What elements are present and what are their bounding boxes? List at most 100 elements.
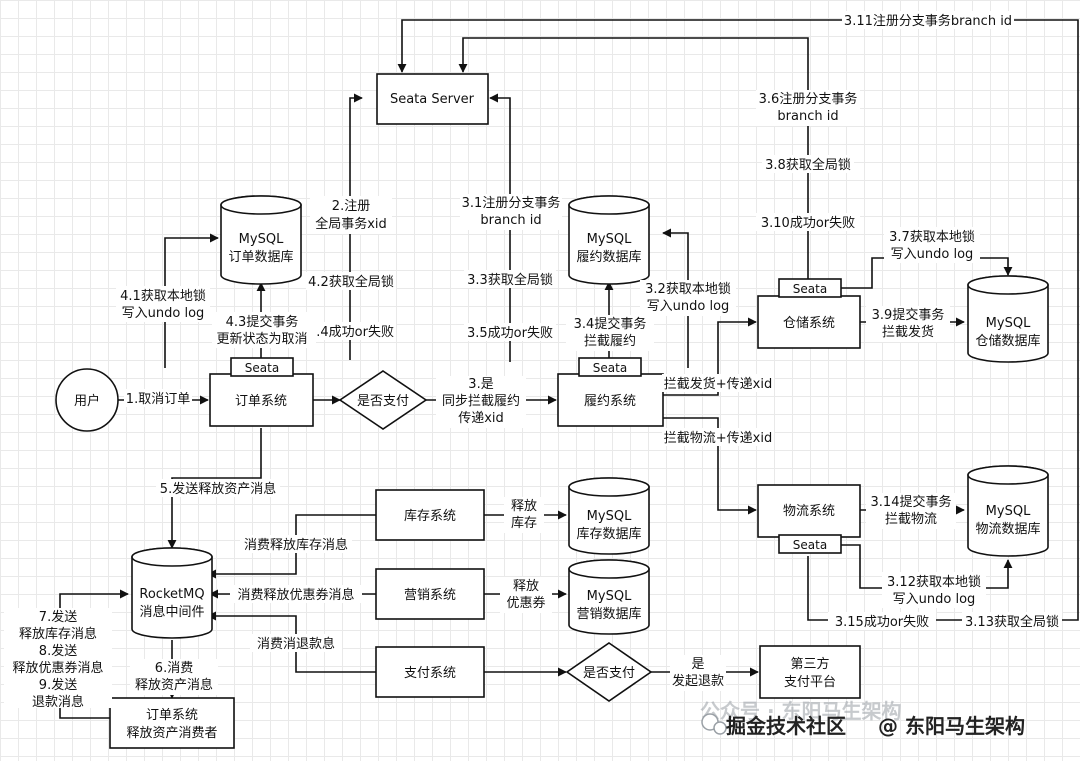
label-branch-31-1: 3.1注册分支事务: [462, 195, 561, 211]
label-local-lock-37-1: 3.7获取本地锁: [889, 229, 975, 245]
edge-local-lock-32: [662, 228, 689, 368]
label-branch-36-2: branch id: [777, 109, 838, 124]
label-commit-39-1: 3.9提交事务: [872, 307, 945, 323]
databases: [131, 195, 1049, 639]
label-commit-43-2: 更新状态为取消: [216, 331, 307, 347]
logistics-system-label: 物流系统: [783, 504, 835, 519]
third-party-payment-line2: 支付平台: [784, 675, 836, 690]
label-local-lock-41-1: 4.1获取本地锁: [120, 288, 206, 304]
order-consumer-line2: 释放资产消费者: [126, 726, 217, 741]
is-paid-decision-node: [338, 370, 428, 430]
edge-local-lock-41: [164, 233, 219, 368]
third-party-payment-line1: 第三方: [790, 656, 829, 672]
warehouse-seata-label: Seata: [793, 282, 827, 296]
edge-logistics-seata-to-server: [397, 19, 1079, 621]
warehouse-db-line2: 仓储数据库: [975, 333, 1040, 349]
label-branch-31-2: branch id: [480, 213, 541, 228]
rocketmq-line2: 消息中间件: [139, 604, 204, 620]
watermark-right: @ 东阳马生架构: [878, 714, 1025, 738]
is-paid-decision-label: 是否支付: [357, 394, 409, 409]
order-db-line2: 订单数据库: [228, 249, 293, 265]
wechat-icon: [701, 713, 727, 735]
label-success-35: 3.5成功or失败: [467, 326, 553, 341]
label-branch-311: 3.11注册分支事务branch id: [844, 13, 1012, 29]
label-yes-3-1: 3.是: [468, 377, 493, 392]
label-refund-1: 是: [691, 657, 704, 672]
is-paid-decision2-label: 是否支付: [583, 666, 635, 681]
label-send-789-4: 释放优惠券消息: [12, 660, 103, 676]
label-global-lock-42: 4.2获取全局锁: [308, 274, 394, 290]
order-consumer-node: [109, 697, 235, 749]
fulfill-db-line1: MySQL: [587, 232, 632, 247]
order-consumer-line1: 订单系统: [146, 708, 198, 723]
label-local-lock-312-1: 3.12获取本地锁: [887, 574, 981, 590]
rocketmq-line1: RocketMQ: [139, 587, 204, 602]
label-consume-inventory: 消费释放库存消息: [244, 537, 348, 553]
label-send-release-5: 5.发送释放资产消息: [160, 481, 276, 497]
user-label: 用户: [74, 393, 100, 409]
label-send-789-5: 9.发送: [39, 677, 77, 693]
label-local-lock-32-1: 3.2获取本地锁: [645, 281, 731, 297]
label-release-coupon-2: 优惠券: [506, 595, 545, 611]
label-consume-coupon: 消费释放优惠券消息: [237, 587, 354, 603]
seata-server-node: [376, 73, 489, 125]
warehouse-seata-tag: [778, 278, 842, 298]
logistics-system-node: [757, 484, 861, 538]
marketing-db-cylinder: [568, 559, 650, 635]
warehouse-system-node: [757, 295, 861, 349]
marketing-system-node: [375, 568, 485, 620]
logistics-seata-label: Seata: [793, 538, 827, 552]
rocketmq-cylinder: [131, 547, 213, 639]
order-system-label: 订单系统: [235, 394, 287, 409]
fulfill-system-label: 履约系统: [584, 394, 636, 409]
label-local-lock-37-2: 写入undo log: [891, 247, 974, 262]
warehouse-db-cylinder: [967, 275, 1049, 363]
label-success-315: 3.15成功or失败: [835, 615, 929, 630]
label-register-global-1: 2.注册: [332, 199, 370, 214]
label-intercept-shipping: 拦截发货+传递xid: [664, 376, 772, 392]
label-release-inventory-2: 库存: [511, 515, 537, 531]
label-release-inventory-1: 释放: [511, 499, 537, 514]
fulfill-db-line2: 履约数据库: [576, 249, 641, 265]
edge-send-release-5: [167, 428, 262, 549]
inventory-db-cylinder: [568, 477, 650, 555]
watermark-ghost: 公众号 · 东阳马生架构: [700, 699, 902, 723]
label-send-789-3: 8.发送: [39, 643, 77, 659]
edge-local-lock-312: [840, 544, 1013, 589]
watermark: 公众号 · 东阳马生架构 掘金技术社区 @ 东阳马生架构: [700, 699, 1025, 738]
order-db-cylinder: [220, 195, 302, 285]
label-consume-refund: 消费消退款息: [257, 636, 335, 652]
label-register-global-2: 全局事务xid: [315, 216, 387, 232]
label-consume-6-1: 6.消费: [155, 661, 193, 676]
fulfill-seata-label: Seata: [593, 361, 627, 375]
label-commit-39-2: 拦截发货: [882, 324, 934, 340]
payment-system-label: 支付系统: [404, 666, 456, 681]
edge-local-lock-37: [840, 257, 1013, 289]
label-local-lock-41-2: 写入undo log: [122, 306, 205, 321]
edge-intercept-shipping: [663, 317, 757, 396]
order-system-node: [209, 373, 314, 427]
order-seata-label: Seata: [245, 361, 279, 375]
inventory-system-node: [375, 489, 485, 541]
edge-labels: 1.取消订单 2.注册 全局事务xid 4.2获取全局锁 4.4成功or失败 4…: [4, 11, 1062, 710]
label-release-coupon-1: 释放: [513, 579, 539, 594]
order-db-line1: MySQL: [239, 232, 284, 247]
fulfill-system-node: [557, 373, 664, 427]
logistics-db-line2: 物流数据库: [975, 521, 1040, 537]
label-send-789-1: 7.发送: [39, 609, 77, 625]
seata-server-label: Seata Server: [390, 92, 475, 107]
label-consume-6-2: 释放资产消息: [135, 677, 213, 693]
label-cancel-order: 1.取消订单: [126, 392, 190, 407]
nodes: 用户 Seata Server 订单系统 Seata 是否支付 履约系统 Sea…: [55, 73, 1049, 749]
label-yes-3-3: 传递xid: [458, 411, 504, 426]
label-success-44: 4.4成功or失败: [308, 325, 394, 340]
logistics-db-line1: MySQL: [986, 504, 1031, 519]
label-refund-2: 发起退款: [672, 673, 724, 689]
label-success-310: 3.10成功or失败: [761, 216, 855, 231]
label-global-lock-38: 3.8获取全局锁: [765, 157, 851, 173]
inventory-db-line2: 库存数据库: [576, 526, 641, 542]
order-seata-tag: [230, 357, 294, 377]
marketing-db-line1: MySQL: [587, 589, 632, 604]
label-send-789-2: 释放库存消息: [19, 626, 97, 642]
